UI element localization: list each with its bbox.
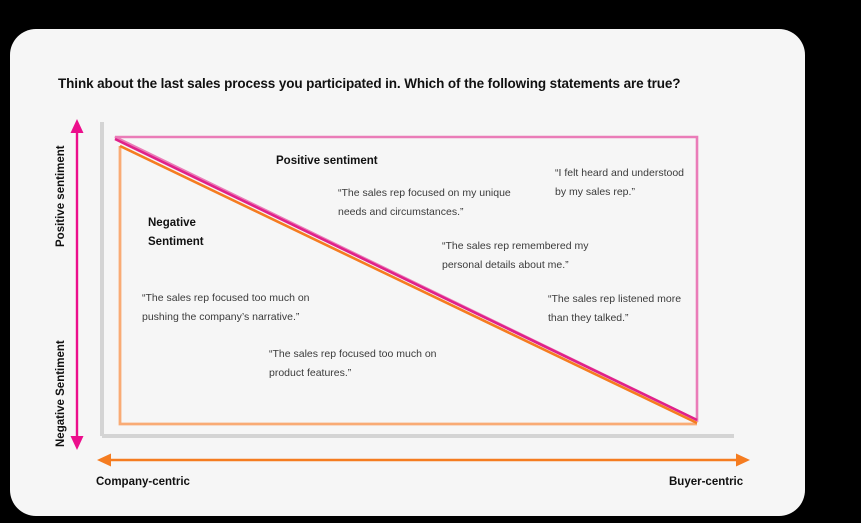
chart-card: Think about the last sales process you p… — [10, 29, 805, 516]
arrow-head-left-icon — [97, 453, 111, 467]
quote-annotation: “I felt heard and understood by my sales… — [555, 167, 685, 199]
quote-annotation: “The sales rep focused on my unique need… — [338, 187, 511, 219]
arrow-head-right-icon — [736, 453, 750, 467]
x-axis-arrow — [97, 453, 750, 467]
x-axis-right-label: Buyer-centric — [669, 476, 744, 488]
quote-annotation: “The sales rep remembered my personal de… — [442, 240, 589, 272]
negative-sentiment-region — [118, 144, 698, 426]
quote-annotation: “The sales rep focused too much on pushi… — [142, 292, 310, 324]
negative-boundary-line — [119, 144, 698, 425]
positive-boundary-line — [114, 137, 698, 422]
region-label-negative: Negative Sentiment — [148, 217, 204, 248]
y-axis-negative-label: Negative Sentiment — [55, 340, 67, 447]
page-title: Think about the last sales process you p… — [58, 76, 681, 91]
y-axis-arrow — [70, 119, 84, 450]
arrow-head-up-icon — [70, 119, 84, 133]
x-axis-left-label: Company-centric — [96, 476, 190, 488]
positive-sentiment-region — [114, 135, 699, 423]
quote-annotation: “The sales rep listened more than they t… — [548, 293, 682, 325]
y-axis-positive-label: Positive sentiment — [55, 145, 67, 247]
chart-plot-area — [10, 29, 805, 516]
region-label-positive: Positive sentiment — [276, 155, 378, 167]
axis-baseline-gray — [100, 122, 734, 438]
arrow-head-down-icon — [70, 436, 84, 450]
quote-annotation: “The sales rep focused too much on produ… — [269, 348, 437, 380]
